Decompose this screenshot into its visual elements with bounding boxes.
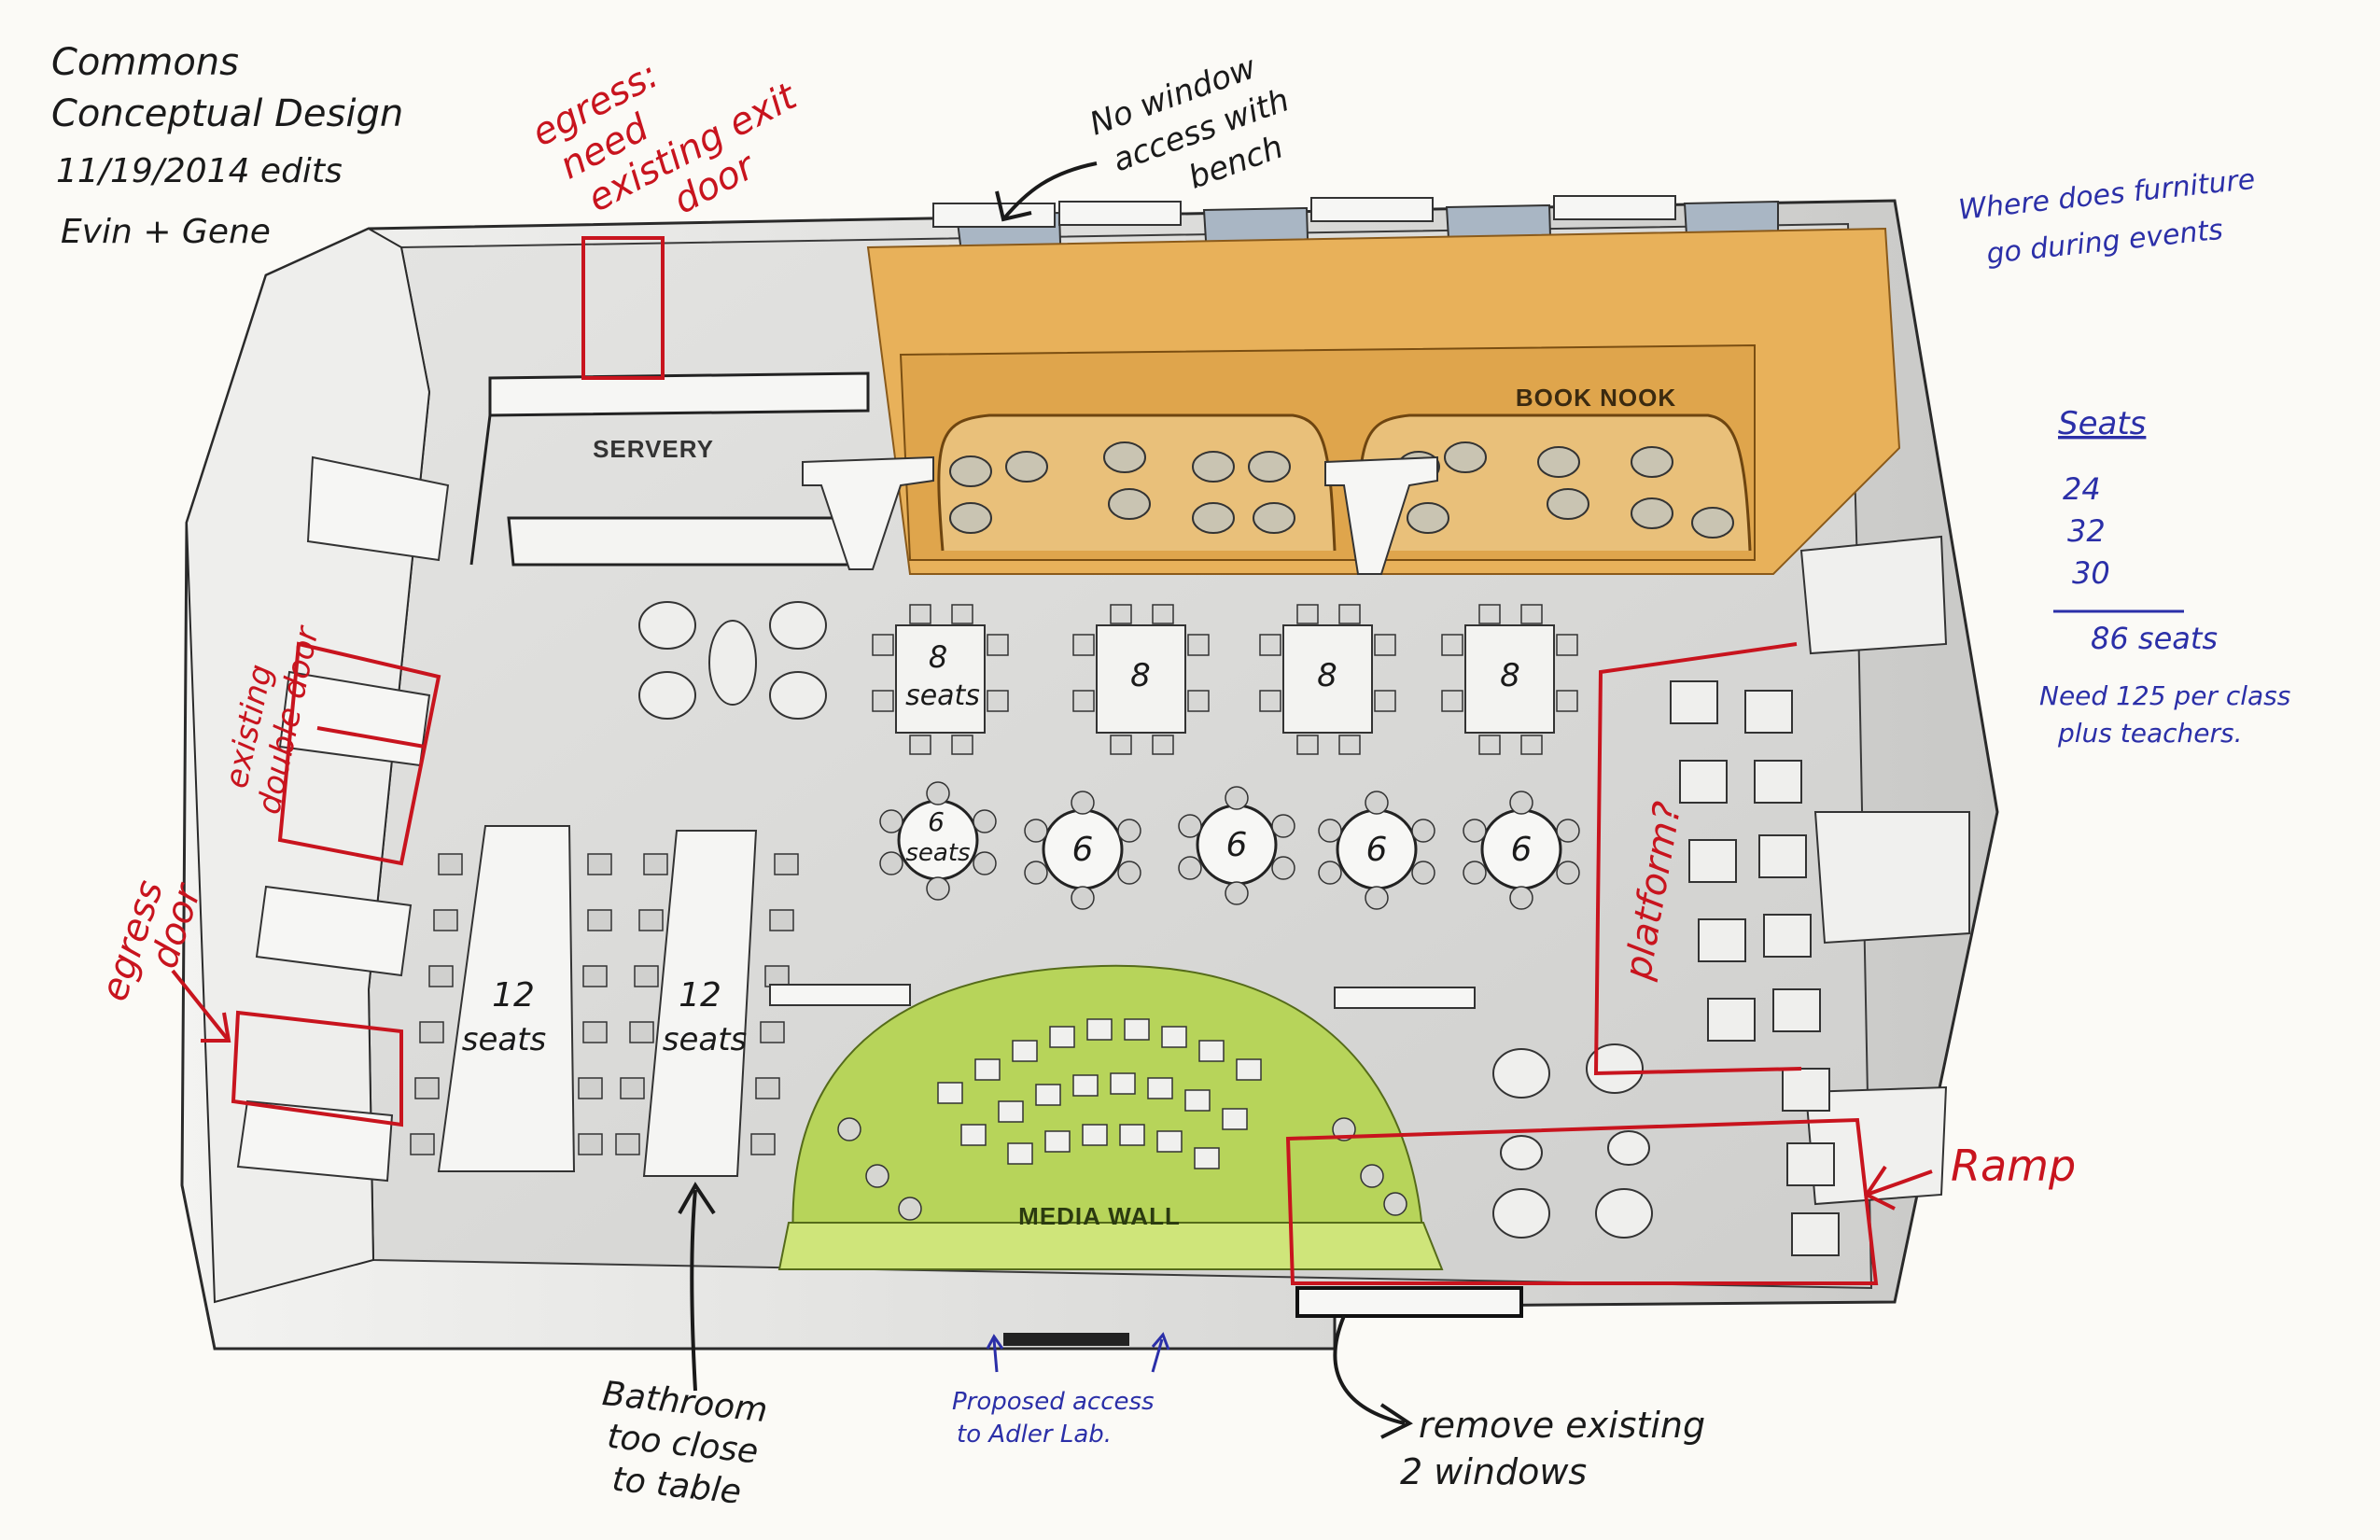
ramp-label: Ramp — [1951, 1141, 2076, 1191]
svg-text:8: 8 — [1317, 657, 1337, 694]
existing-double-door-box — [277, 641, 441, 866]
seat-tally: Seats 24 32 30 86 seats Need 125 per cla… — [2039, 405, 2290, 749]
svg-text:8: 8 — [1130, 657, 1151, 694]
ramp-outline — [1285, 1117, 1879, 1285]
round-table-4 — [1318, 791, 1435, 910]
title-line-3: 11/19/2014 edits — [56, 152, 343, 190]
svg-text:Proposed access: Proposed access — [952, 1388, 1155, 1416]
svg-text:12: 12 — [492, 976, 535, 1015]
svg-text:12: 12 — [679, 976, 721, 1015]
book-nook-label: BOOK NOOK — [1516, 384, 1676, 412]
media-wall-base — [777, 1222, 1444, 1270]
title-line-2: Conceptual Design — [51, 92, 403, 135]
title-line-1: Commons — [51, 41, 239, 84]
svg-text:to Adler Lab.: to Adler Lab. — [957, 1421, 1112, 1449]
title-line-4: Evin + Gene — [61, 213, 271, 251]
square-table-3 — [1259, 604, 1396, 755]
seat-tally-heading: Seats — [2058, 405, 2146, 442]
round-table-1 — [879, 781, 997, 901]
title-block: Commons Conceptual Design 11/19/2014 edi… — [51, 41, 403, 251]
square-tables — [872, 604, 1578, 755]
table-labels: 8 seats 8 8 8 6 seats 6 6 6 6 12 seats 1… — [462, 639, 1533, 1058]
lounge-chairs-bottom-right — [1492, 1043, 1653, 1239]
svg-text:seats: seats — [462, 1021, 547, 1058]
media-wall-dots — [837, 1117, 1407, 1221]
svg-text:remove existing: remove existing — [1419, 1405, 1705, 1446]
servery-counter — [488, 371, 870, 417]
book-nook-chairs — [949, 441, 1734, 539]
partition-left — [802, 455, 934, 570]
round-table-3 — [1178, 786, 1295, 905]
long-table-1 — [437, 825, 576, 1172]
media-wall-seats — [937, 1018, 1262, 1169]
square-table-4 — [1441, 604, 1578, 755]
left-wall-pilasters — [236, 455, 450, 1183]
round-tables — [879, 781, 1580, 910]
lounge-chairs-top-left — [638, 601, 827, 720]
svg-text:24: 24 — [2063, 471, 2101, 507]
egress-door-box — [231, 1010, 403, 1127]
black-arrows — [678, 161, 1413, 1439]
right-wall-pilasters — [1799, 535, 1970, 1206]
svg-text:6: 6 — [1511, 831, 1533, 869]
lounge-chairs-right — [1670, 680, 1840, 1256]
square-table-1 — [872, 604, 1009, 755]
media-wall-label: MEDIA WALL — [1018, 1202, 1181, 1230]
svg-text:6: 6 — [1366, 831, 1388, 869]
svg-text:Need 125 per class: Need 125 per class — [2039, 680, 2290, 711]
svg-text:6: 6 — [1072, 831, 1094, 869]
svg-text:go during events: go during events — [1985, 214, 2225, 271]
svg-text:seats: seats — [905, 839, 970, 867]
blue-arrows — [986, 1332, 1170, 1373]
windows-to-remove — [1295, 1286, 1523, 1318]
egress-top-door-box — [581, 236, 665, 380]
svg-text:8: 8 — [929, 639, 947, 675]
round-table-5 — [1463, 791, 1580, 910]
svg-text:seats: seats — [663, 1021, 748, 1058]
svg-text:86 seats: 86 seats — [2091, 621, 2218, 656]
partition-right — [1324, 455, 1438, 575]
proposed-access-opening — [1003, 1333, 1129, 1346]
media-wall-partitions — [769, 984, 1476, 1009]
svg-text:30: 30 — [2072, 555, 2110, 591]
svg-text:to table: to table — [610, 1461, 743, 1512]
square-table-2 — [1072, 604, 1210, 755]
platform-outline — [1593, 642, 1802, 1076]
servery-counter-lower — [507, 516, 875, 567]
svg-text:6: 6 — [1226, 826, 1248, 864]
svg-text:8: 8 — [1500, 657, 1520, 694]
svg-text:seats: seats — [905, 679, 980, 712]
round-table-2 — [1024, 791, 1141, 910]
long-table-2 — [642, 830, 758, 1177]
red-arrows — [171, 969, 1933, 1211]
long-tables — [410, 825, 799, 1177]
red-markup — [231, 236, 1879, 1285]
media-wall-area — [791, 964, 1425, 1242]
svg-text:2 windows: 2 windows — [1400, 1451, 1587, 1492]
svg-text:32: 32 — [2067, 513, 2106, 549]
servery-label: SERVERY — [593, 435, 714, 463]
svg-text:plus teachers.: plus teachers. — [2057, 718, 2243, 749]
svg-text:6: 6 — [928, 806, 945, 837]
